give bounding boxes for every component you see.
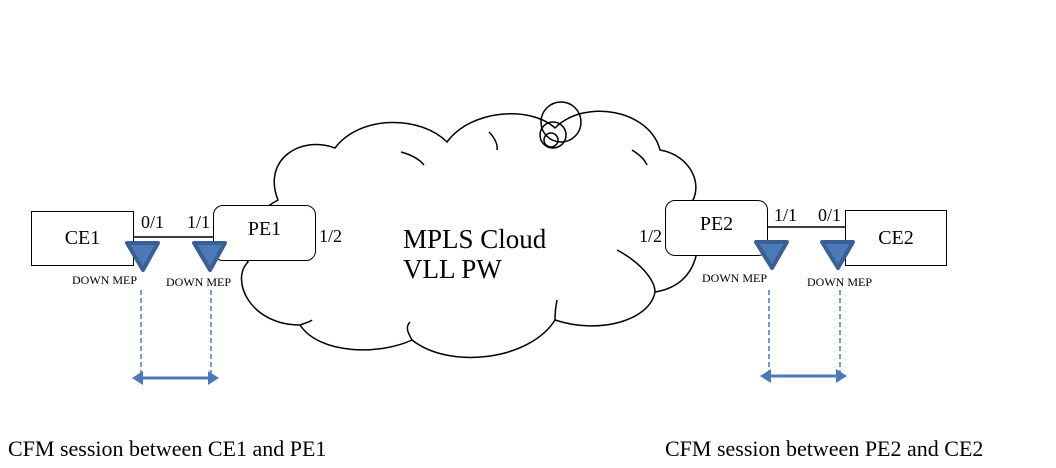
session-arrow-left (132, 371, 219, 385)
port-label-pe1-cloud: 1/2 (319, 226, 343, 246)
cloud-label: MPLS Cloud VLL PW (403, 224, 546, 284)
node-ce1[interactable]: CE1 (31, 211, 134, 266)
port-label-ce2: 0/1 (818, 205, 842, 225)
mep-label-ce2: DOWN MEP (807, 275, 872, 289)
session-arrow-right (760, 369, 847, 383)
mep-triangle-ce1[interactable] (125, 241, 160, 272)
mep-triangle-pe1[interactable] (192, 241, 227, 272)
port-label-pe2-ce: 1/1 (774, 205, 798, 225)
node-ce2[interactable]: CE2 (845, 210, 947, 266)
caption-right: CFM session between PE2 and CE2 (665, 436, 984, 461)
mep-label-pe1: DOWN MEP (166, 275, 231, 289)
cloud-swirl-icon (539, 101, 582, 149)
cloud-label-line1: MPLS Cloud (403, 224, 547, 254)
mep-triangle-ce2[interactable] (820, 240, 855, 270)
node-pe2-label: PE2 (699, 212, 734, 235)
node-ce1-label: CE1 (64, 227, 101, 249)
node-pe2[interactable]: PE2 (665, 200, 768, 256)
mep-label-ce1: DOWN MEP (72, 273, 137, 287)
mpls-cloud (240, 110, 699, 359)
port-label-pe1-ce: 1/1 (187, 212, 211, 232)
cloud-label-line2: VLL PW (403, 254, 502, 284)
caption-left: CFM session between CE1 and PE1 (8, 436, 327, 461)
node-pe1[interactable]: PE1 (213, 205, 316, 261)
mep-triangle-pe2[interactable] (754, 240, 789, 270)
node-ce2-label: CE2 (878, 226, 914, 249)
node-pe1-label: PE1 (247, 217, 282, 240)
port-label-ce1: 0/1 (141, 212, 165, 232)
port-label-pe2-cloud: 1/2 (639, 226, 663, 246)
mep-label-pe2: DOWN MEP (702, 271, 767, 285)
